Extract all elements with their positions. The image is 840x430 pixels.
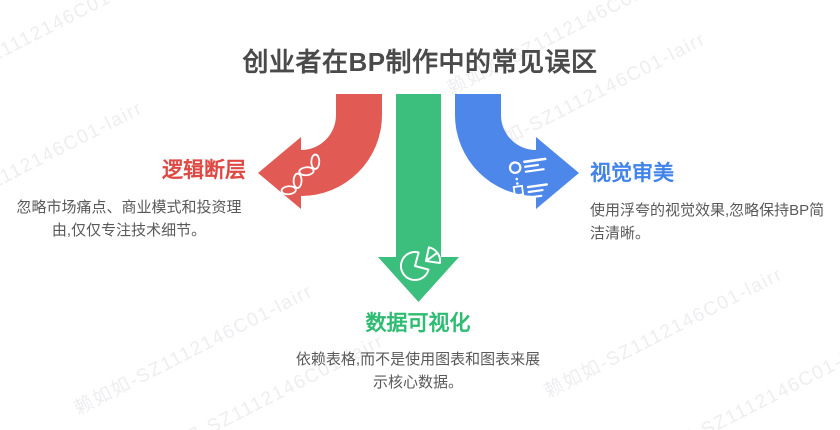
chain-icon <box>280 153 321 196</box>
arrow-right-blue <box>455 94 579 209</box>
section-data: 数据可视化 依赖表格,而不是使用图表和图表来展示核心数据。 <box>295 311 541 394</box>
pie-chart-icon <box>400 246 442 282</box>
arrow-down-green <box>378 94 459 302</box>
section-desc-data: 依赖表格,而不是使用图表和图表来展示核心数据。 <box>295 351 541 391</box>
section-logic: 逻辑断层 忽略市场痛点、商业模式和投资理由,仅仅专注技术细节。 <box>12 158 246 242</box>
list-icon <box>508 157 548 201</box>
section-heading-visual: 视觉审美 <box>590 162 674 185</box>
section-heading-logic: 逻辑断层 <box>162 159 246 182</box>
page-title: 创业者在BP制作中的常见误区 <box>242 47 598 77</box>
section-desc-visual: 使用浮夸的视觉效果,忽略保持BP简洁清晰。 <box>590 202 825 242</box>
section-heading-data: 数据可视化 <box>365 312 471 335</box>
arrow-left-red <box>258 94 382 209</box>
section-visual: 视觉审美 使用浮夸的视觉效果,忽略保持BP简洁清晰。 <box>590 161 832 245</box>
section-desc-logic: 忽略市场痛点、商业模式和投资理由,仅仅专注技术细节。 <box>16 199 242 239</box>
